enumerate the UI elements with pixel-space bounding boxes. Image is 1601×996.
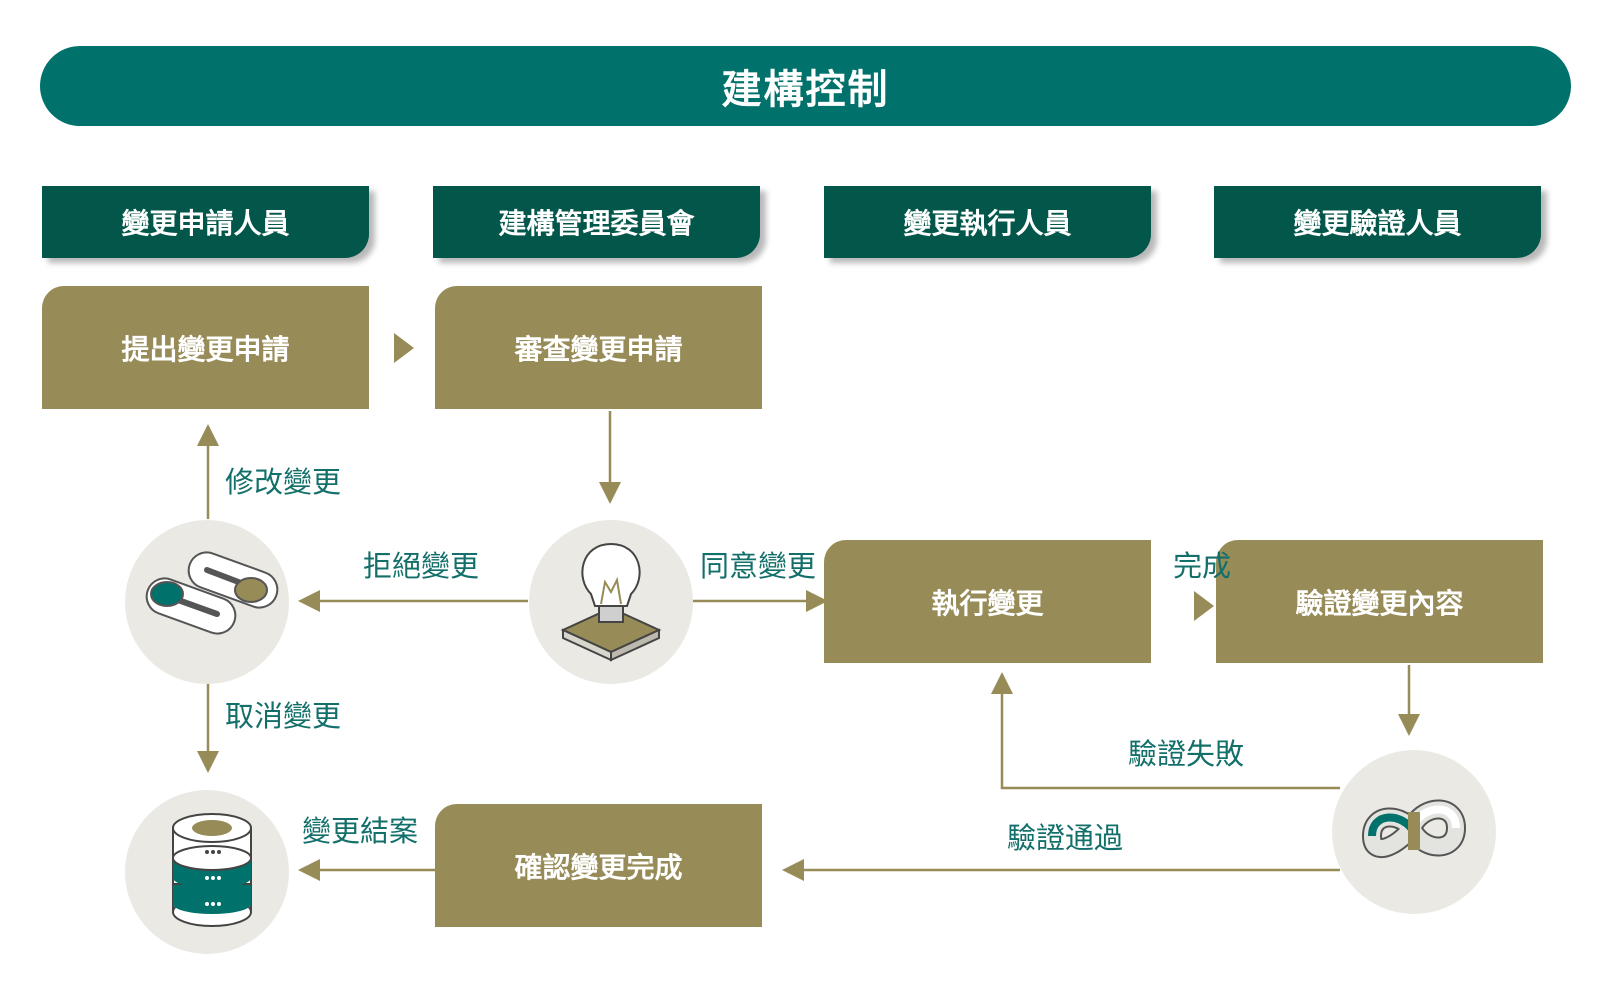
label-done: 完成 <box>1173 549 1232 583</box>
step-execute-change: 執行變更 <box>824 540 1151 663</box>
infinity-loop-icon <box>1362 799 1466 858</box>
arrow-down-verify <box>1398 714 1420 736</box>
arrow-right-execute-verify <box>1194 591 1214 621</box>
light-bulb-icon <box>560 542 662 662</box>
arrow-right-approve <box>806 590 828 612</box>
label-verify-fail: 驗證失敗 <box>1128 737 1245 771</box>
infinity-circle <box>1332 750 1496 914</box>
label-verify-pass: 驗證通過 <box>1007 821 1124 855</box>
label-reject-change: 拒絕變更 <box>363 549 480 583</box>
arrow-right-submit-review <box>394 333 414 363</box>
bulb-circle <box>529 520 693 684</box>
label-approve-change: 同意變更 <box>700 549 817 583</box>
label-cancel-change: 取消變更 <box>225 699 342 733</box>
arrow-down-cancel <box>197 751 219 773</box>
arrow-left-reject <box>298 590 320 612</box>
role-change-executor: 變更執行人員 <box>824 186 1151 258</box>
role-change-requester: 變更申請人員 <box>42 186 369 258</box>
arrow-left-verify-pass <box>782 859 804 881</box>
database-circle <box>125 790 289 954</box>
label-modify-change: 修改變更 <box>225 465 342 499</box>
arrow-up-verify-fail <box>991 672 1013 694</box>
step-verify-change: 驗證變更內容 <box>1216 540 1543 663</box>
arrow-up-modify <box>197 424 219 446</box>
page-title: 建構控制 <box>40 46 1571 126</box>
step-confirm-completion: 確認變更完成 <box>435 804 762 927</box>
role-config-board: 建構管理委員會 <box>433 186 760 258</box>
arrow-left-close <box>298 859 320 881</box>
connector-verify-fail <box>1000 692 1340 790</box>
toggle-switch-icon <box>145 551 279 635</box>
step-submit-request: 提出變更申請 <box>42 286 369 409</box>
database-icon <box>172 813 252 927</box>
label-change-close: 變更結案 <box>302 814 419 848</box>
toggle-circle <box>125 520 289 684</box>
step-review-request: 審查變更申請 <box>435 286 762 409</box>
role-change-verifier: 變更驗證人員 <box>1214 186 1541 258</box>
arrow-down-review <box>599 482 621 504</box>
